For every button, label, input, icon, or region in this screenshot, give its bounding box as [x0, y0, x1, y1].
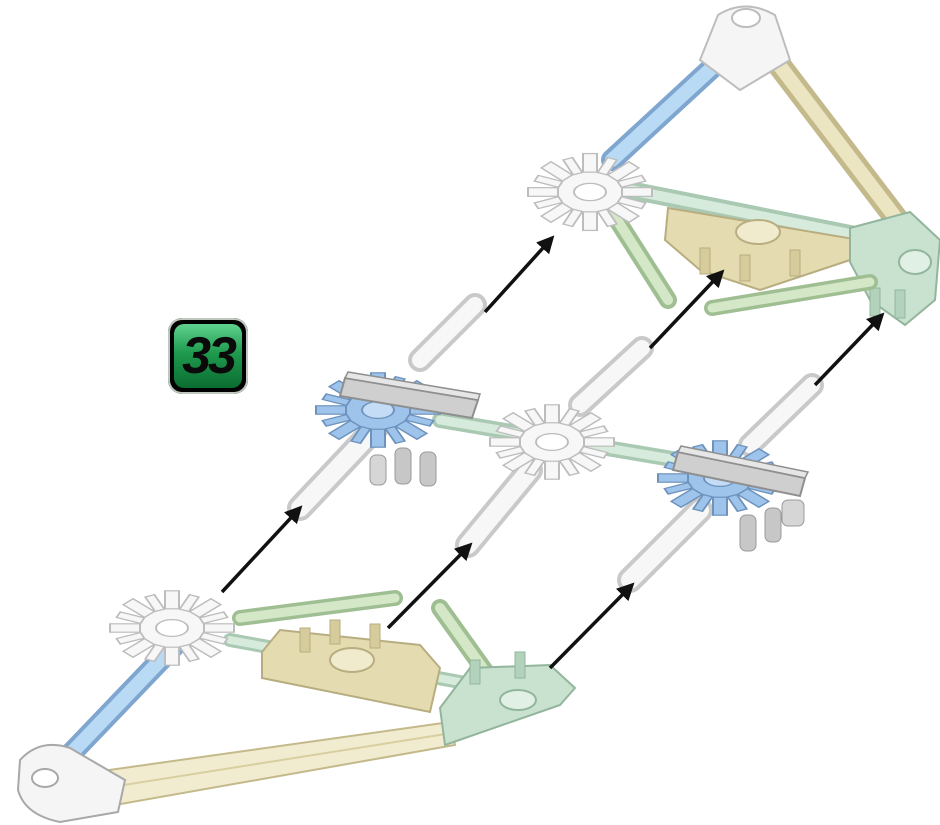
- bottom-tan-rod: [93, 720, 457, 807]
- middle-left-gray-pegs: [369, 447, 437, 487]
- middle-white-rod-upper-center: [568, 336, 654, 417]
- assembly-arrows: [220, 235, 885, 670]
- arrow-middle-right-to-top: [813, 312, 885, 387]
- bottom-green-corner-connector: [438, 651, 577, 747]
- middle-white-rod-right: [617, 497, 713, 593]
- middle-right-gray-pegs: [739, 499, 805, 552]
- middle-right-gray-rod: [671, 445, 810, 498]
- middle-left-gray-rod: [338, 371, 481, 420]
- step-number: 33: [182, 327, 237, 385]
- bottom-white-8-way-connector: [109, 589, 235, 667]
- top-light-green-rod-horizontal: [621, 181, 889, 249]
- middle-white-rod-upper-left: [408, 293, 487, 372]
- bottom-light-blue-rod: [49, 634, 186, 776]
- step-badge-background: 33: [174, 324, 242, 388]
- arrow-bottom-right-to-middle: [548, 582, 635, 670]
- arrow-middle-center-to-top: [648, 269, 725, 350]
- top-white-end-connector: [698, 5, 792, 92]
- middle-white-rod-upper-right: [738, 373, 824, 457]
- middle-center-white-8-way-connector: [489, 403, 615, 481]
- top-light-green-rod-lower: [704, 274, 878, 316]
- bottom-white-end-connector: [16, 744, 127, 824]
- middle-white-rod-center: [455, 457, 543, 558]
- arrow-middle-left-to-top: [483, 235, 555, 314]
- step-number-badge: 33: [168, 318, 248, 394]
- arrow-bottom-center-to-middle: [386, 542, 473, 630]
- top-tan-rod: [748, 28, 917, 242]
- bottom-tan-half-connector: [261, 619, 442, 714]
- middle-level-assembly: [287, 293, 824, 593]
- bottom-triangle-assembly: [16, 589, 577, 824]
- bottom-light-green-rod-upper: [232, 590, 403, 626]
- top-green-corner-connector: [849, 210, 940, 327]
- bottom-light-green-rod-diagonal: [431, 599, 499, 687]
- top-tan-half-connector: [663, 206, 862, 292]
- top-triangle-assembly: [527, 5, 940, 327]
- top-white-8-way-connector: [527, 152, 653, 232]
- arrow-bottom-left-to-middle: [220, 505, 303, 594]
- top-light-green-rod-diagonal: [603, 203, 677, 309]
